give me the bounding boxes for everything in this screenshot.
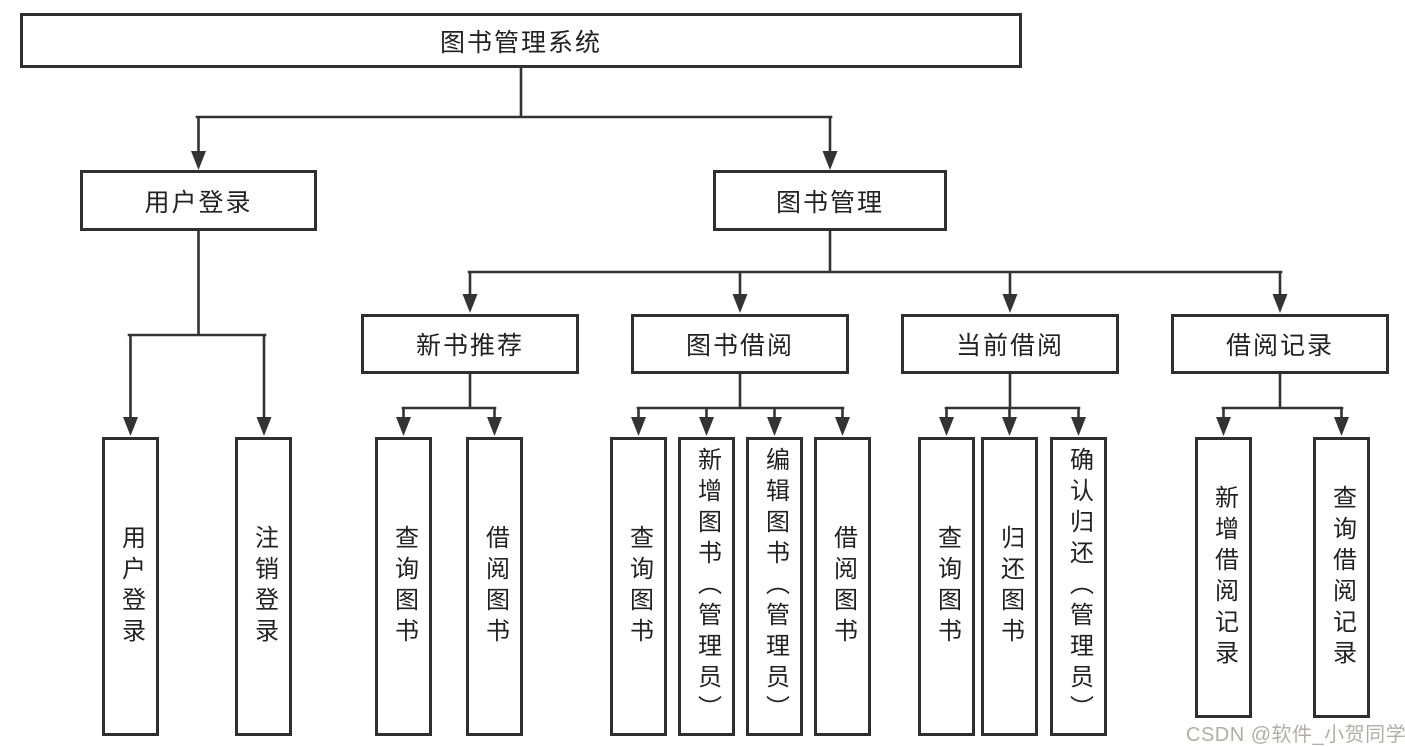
arrow-icon — [822, 151, 838, 170]
connector-borrow-records-group — [1221, 372, 1344, 421]
arrow-icon — [396, 417, 411, 436]
leaf-edit-book-admin: 编辑图书（管理员） — [746, 437, 803, 736]
arrow-icon — [191, 151, 206, 170]
arrow-icon — [631, 417, 646, 436]
arrowheads — [123, 151, 1349, 436]
connector-current-borrow-group — [944, 372, 1081, 421]
node-current-borrow: 当前借阅 — [901, 314, 1119, 374]
arrow-icon — [835, 417, 850, 436]
connector-root — [195, 66, 833, 155]
connector-user-login-group — [127, 229, 267, 421]
node-user-login: 用户登录 — [80, 170, 317, 231]
node-borrow-records: 借阅记录 — [1171, 314, 1389, 374]
leaf-query-book-recommend: 查询图书 — [375, 437, 432, 736]
leaf-add-book-admin: 新增图书（管理员） — [678, 437, 735, 736]
arrow-icon — [1334, 417, 1349, 436]
arrow-icon — [256, 417, 272, 436]
connector-new-book-group — [401, 372, 497, 421]
arrow-icon — [939, 417, 954, 436]
arrow-icon — [487, 417, 502, 436]
arrow-icon — [699, 417, 714, 436]
arrow-icon — [1216, 417, 1231, 436]
arrow-icon — [767, 417, 782, 436]
watermark-text: CSDN @软件_小贺同学 — [1186, 724, 1405, 746]
node-book-management: 图书管理 — [713, 170, 947, 231]
node-book-borrow: 图书借阅 — [631, 314, 849, 374]
node-new-book-recommend: 新书推荐 — [361, 314, 579, 374]
arrow-icon — [1272, 294, 1288, 313]
arrow-icon — [1071, 417, 1086, 436]
leaf-confirm-return-admin: 确认归还（管理员） — [1050, 437, 1107, 736]
arrow-icon — [123, 417, 138, 436]
arrow-icon — [732, 294, 748, 313]
leaf-return-book: 归还图书 — [981, 437, 1038, 736]
leaf-query-book-borrow: 查询图书 — [610, 437, 667, 736]
leaf-query-book-current: 查询图书 — [918, 437, 975, 736]
connector-book-borrow-group — [636, 372, 845, 421]
leaf-borrow-book-recommend: 借阅图书 — [466, 437, 523, 736]
arrow-icon — [1002, 294, 1018, 313]
node-system-root: 图书管理系统 — [20, 13, 1022, 68]
arrow-icon — [462, 294, 478, 313]
leaf-borrow-book: 借阅图书 — [814, 437, 871, 736]
leaf-logout: 注销登录 — [235, 437, 292, 736]
leaf-query-borrow-record: 查询借阅记录 — [1313, 437, 1370, 718]
arrow-icon — [1002, 417, 1017, 436]
leaf-user-login: 用户登录 — [102, 437, 159, 736]
connector-book-management-group — [467, 229, 1283, 298]
leaf-add-borrow-record: 新增借阅记录 — [1195, 437, 1252, 718]
